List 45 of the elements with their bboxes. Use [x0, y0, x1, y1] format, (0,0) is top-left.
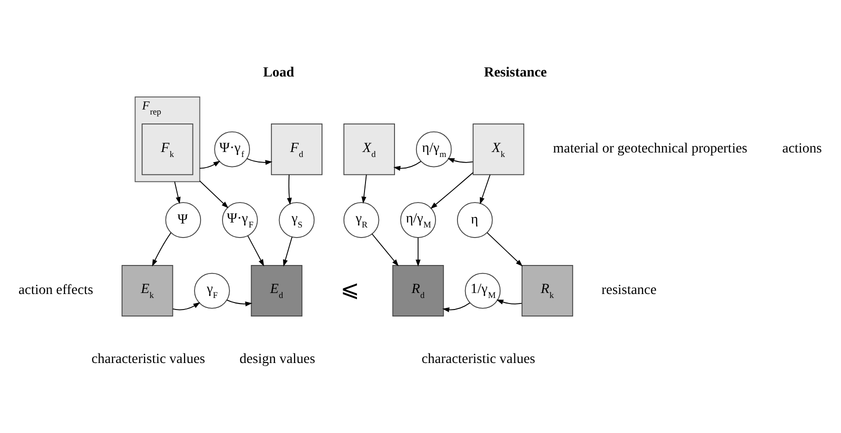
- arrow: [496, 299, 522, 304]
- node-circle: γ$_{R}$: [343, 202, 380, 238]
- label: ⩽: [340, 276, 360, 301]
- node-box: E$_{d}$: [250, 264, 302, 316]
- node-box: E$_{k}$: [122, 264, 174, 316]
- arrow: [372, 232, 399, 266]
- arrow: [174, 180, 181, 204]
- label: design values: [240, 352, 316, 367]
- arrow: [172, 302, 200, 310]
- arrow: [447, 158, 474, 162]
- arrow: [199, 180, 228, 208]
- label: actions: [782, 141, 822, 156]
- node-box: X$_{k}$: [472, 123, 524, 175]
- arrow: [283, 236, 292, 266]
- arrow: [286, 174, 292, 204]
- node-box: F$_{d}$: [270, 123, 322, 175]
- arrow: [486, 232, 523, 266]
- node-circle: Ψ: [165, 202, 202, 238]
- node-box: F$_{k}$: [142, 123, 194, 175]
- node-circle: γ$_{S}$: [278, 202, 315, 238]
- arrow: [393, 160, 422, 170]
- label: Resistance: [484, 65, 547, 80]
- label: Load: [263, 65, 294, 80]
- arrow: [480, 174, 490, 204]
- arrow: [226, 299, 252, 306]
- arrow: [416, 236, 421, 266]
- arrow: [442, 302, 470, 312]
- node-circle: η/γ$_{M}$: [400, 202, 436, 238]
- node-circle: η/γ$_{m}$: [416, 130, 452, 167]
- node-box: R$_{k}$: [522, 264, 574, 316]
- label: material or geotechnical properties: [553, 141, 748, 156]
- arrow: [152, 232, 172, 266]
- arrow: [361, 174, 367, 204]
- label: characteristic values: [422, 352, 536, 367]
- label: characteristic values: [91, 352, 206, 367]
- arrow: [430, 172, 474, 208]
- arrow: [199, 160, 220, 168]
- label: resistance: [601, 282, 657, 298]
- node-circle: 1/γ$_{M}$: [464, 272, 501, 308]
- label: action effects: [18, 282, 94, 298]
- node-circle: η: [456, 202, 493, 238]
- node-box: R$_{d}$: [392, 264, 444, 316]
- node-box: X$_{d}$: [343, 123, 395, 175]
- arrow: [247, 234, 264, 266]
- arrow: [246, 158, 272, 164]
